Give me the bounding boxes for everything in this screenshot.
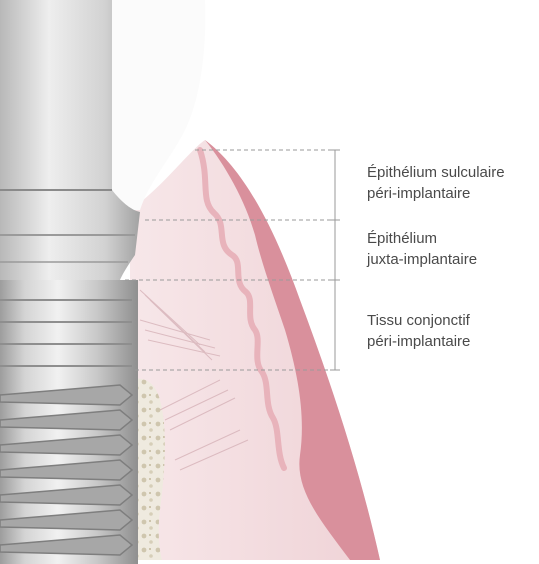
label-sulcular-line1: Épithélium sulculaire bbox=[367, 162, 505, 183]
label-junctional-epithelium: Épithélium juxta-implantaire bbox=[367, 228, 477, 270]
label-sulcular-epithelium: Épithélium sulculaire péri-implantaire bbox=[367, 162, 505, 204]
label-sulcular-line2: péri-implantaire bbox=[367, 183, 505, 204]
label-connective-line1: Tissu conjonctif bbox=[367, 310, 470, 331]
label-connective-line2: péri-implantaire bbox=[367, 331, 470, 352]
label-connective-tissue: Tissu conjonctif péri-implantaire bbox=[367, 310, 470, 352]
label-junctional-line1: Épithélium bbox=[367, 228, 477, 249]
label-junctional-line2: juxta-implantaire bbox=[367, 249, 477, 270]
